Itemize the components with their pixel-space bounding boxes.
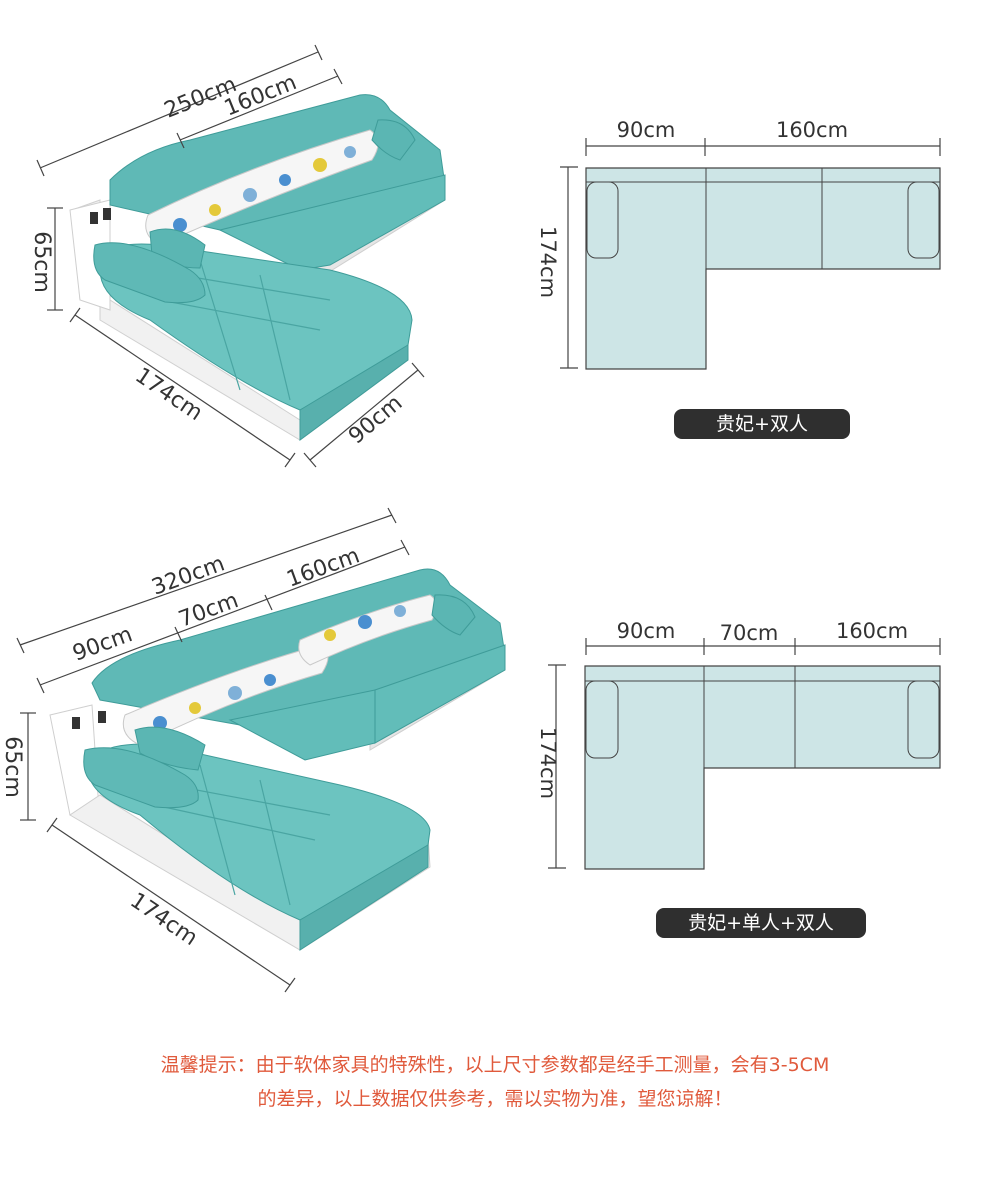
config-badge-2: 贵妃+单人+双人 xyxy=(656,908,866,938)
plan-label-top-b-2: 70cm xyxy=(720,621,779,645)
sofa-dimension-lines-2 xyxy=(16,507,410,993)
label-height-1: 65cm xyxy=(29,231,54,293)
sofa-dimension-lines-1 xyxy=(36,44,425,468)
plan-label-top-c-2: 160cm xyxy=(836,619,908,643)
note-line-2: 的差异，以上数据仅供参考，需以实物为准，望您谅解！ xyxy=(257,1088,733,1110)
label-height-2: 65cm xyxy=(0,736,25,798)
config-panel-1: 250cm 160cm 65cm 174cm 90cm 90cm 160cm 1… xyxy=(0,0,990,490)
plan-label-top-b-1: 160cm xyxy=(776,118,848,142)
sofa-illustration-1 xyxy=(69,94,446,441)
note-line-1: 温馨提示：由于软体家具的特殊性，以上尺寸参数都是经手工测量，会有3-5CM xyxy=(160,1054,830,1076)
plan-label-top-a-1: 90cm xyxy=(617,118,676,142)
plan-label-top-a-2: 90cm xyxy=(617,619,676,643)
floor-plan-2 xyxy=(548,638,941,870)
sofa-diagram-2: 320cm 90cm 70cm 160cm 65cm 174cm 90cm 70… xyxy=(0,507,941,993)
config-panel-2: 320cm 90cm 70cm 160cm 65cm 174cm 90cm 70… xyxy=(0,495,990,1015)
label-double-width-2: 160cm xyxy=(284,543,364,592)
sofa-illustration-2 xyxy=(49,568,506,951)
sofa-diagram-1: 250cm 160cm 65cm 174cm 90cm 90cm 160cm 1… xyxy=(29,44,941,468)
label-chaise-length-2: 174cm xyxy=(125,888,202,951)
measurement-note: 温馨提示：由于软体家具的特殊性，以上尺寸参数都是经手工测量，会有3-5CM 的差… xyxy=(0,1048,990,1116)
plan-label-side-2: 174cm xyxy=(536,727,560,799)
label-total-width-2: 320cm xyxy=(149,551,229,600)
plan-label-side-1: 174cm xyxy=(536,226,560,298)
config-badge-1: 贵妃+双人 xyxy=(674,409,850,439)
floor-plan-1 xyxy=(560,138,941,370)
